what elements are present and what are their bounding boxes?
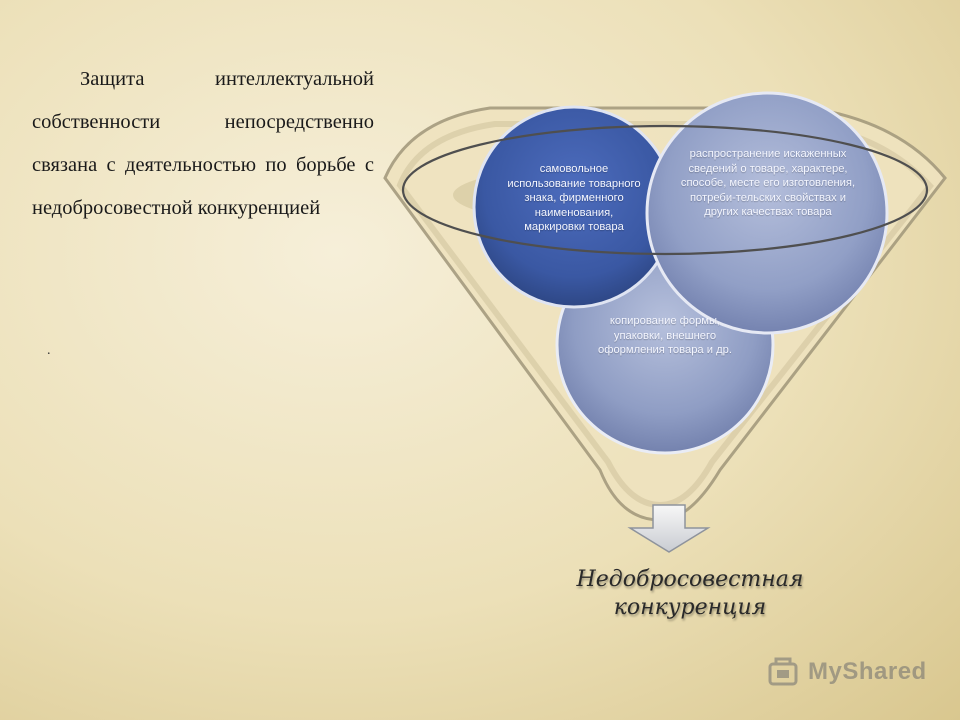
circle-bottom-text: копирование формы, упаковки, внешнего оф… <box>598 315 732 356</box>
bullet-dot: . <box>47 343 51 358</box>
intro-paragraph: Защита интеллектуальной собственности не… <box>32 68 374 219</box>
funnel-rim <box>401 124 929 256</box>
down-arrow-icon <box>627 504 711 553</box>
watermark-text: MyShared <box>808 658 927 685</box>
watermark-icon <box>768 657 798 686</box>
circle-right-text: распространение искаженных сведений о то… <box>680 148 856 218</box>
circle-left-text: самовольное использование товарного знак… <box>507 163 641 233</box>
circle-right <box>645 91 889 335</box>
result-label: Недобросовестная конкуренция <box>576 567 804 620</box>
